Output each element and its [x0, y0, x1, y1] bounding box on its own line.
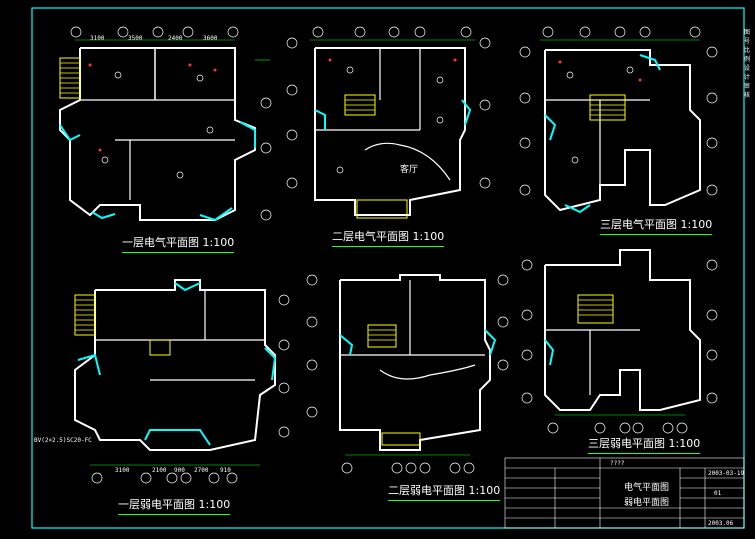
side-strip: 图号比例设计审核 — [744, 29, 751, 99]
dim-top-3: 2400 — [168, 35, 183, 42]
plan-title-6: 三层弱电平面图 1:100 — [588, 437, 701, 454]
plan-title-2: 二层电气平面图 1:100 — [332, 230, 445, 247]
tb-date: 2003-03-19 — [708, 470, 745, 477]
cable-note: BV(2×2.5)SC20-FC — [34, 437, 92, 444]
plan-title-1: 一层电气平面图 1:100 — [122, 236, 235, 253]
dim-bottom-1: 3100 — [115, 467, 130, 474]
dim-bottom-4: 2700 — [194, 467, 209, 474]
plan-1-floor-electrical — [59, 26, 272, 222]
plan-5-floor-lowvoltage — [306, 274, 509, 474]
plan-title-4: 一层弱电平面图 1:100 — [118, 498, 231, 515]
plan-title-5: 二层弱电平面图 1:100 — [388, 484, 501, 501]
dim-top-1: 3100 — [90, 35, 105, 42]
dim-bottom-2: 2100 — [152, 467, 167, 474]
dim-bottom-3: 900 — [174, 467, 185, 474]
dim-top-2: 3500 — [128, 35, 143, 42]
plan-4-floor-lowvoltage: BV(2×2.5)SC20-FC — [34, 279, 290, 484]
plan-6-floor-lowvoltage — [521, 249, 718, 434]
tb-sheet-no: 01 — [714, 490, 722, 497]
plan-3-floor-electrical — [519, 26, 718, 214]
tb-drawing-name-1: 电气平面图 — [624, 483, 670, 493]
tb-drawing-name-2: 弱电平面图 — [624, 498, 670, 508]
dim-bottom-5: 910 — [220, 467, 231, 474]
plan-title-3: 三层电气平面图 1:100 — [600, 218, 713, 235]
dim-top-4: 3600 — [203, 35, 218, 42]
tb-scale-note: 2003.06 — [708, 520, 734, 527]
plan-2-floor-electrical: 客厅 — [286, 26, 491, 219]
title-block — [504, 457, 745, 529]
tb-placeholder: ???? — [610, 460, 625, 467]
room-label-living: 客厅 — [400, 163, 418, 175]
